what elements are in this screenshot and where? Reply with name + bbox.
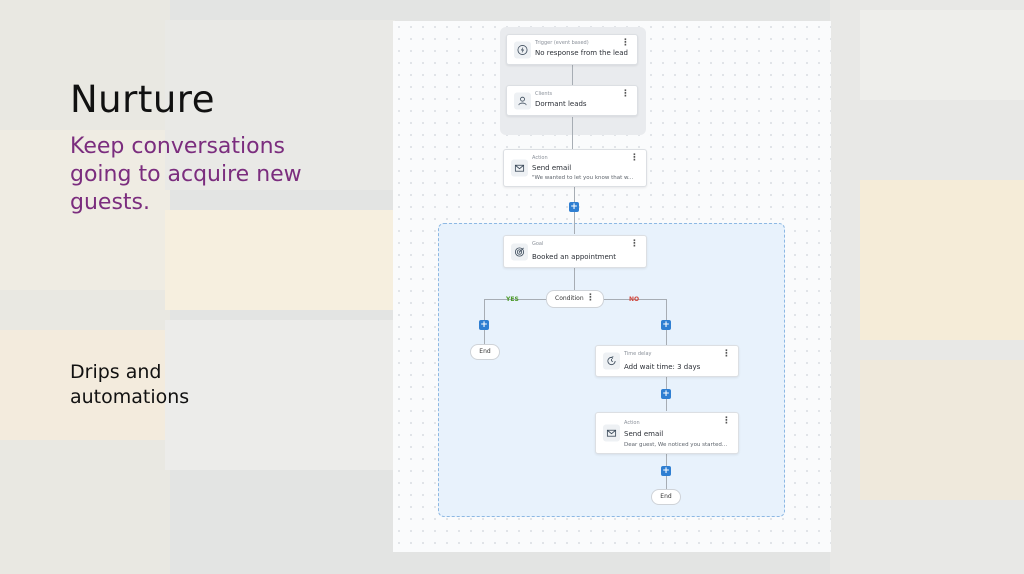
kebab-menu-icon[interactable]: ⋮ xyxy=(621,89,630,99)
add-step-button[interactable]: + xyxy=(479,320,489,330)
envelope-icon xyxy=(511,159,528,177)
kebab-menu-icon[interactable]: ⋮ xyxy=(621,38,630,48)
timer-icon xyxy=(603,352,620,370)
node-title: Send email xyxy=(624,430,664,438)
condition-label: Condition xyxy=(555,295,584,302)
add-step-button[interactable]: + xyxy=(661,466,671,476)
node-kind: Trigger (event based) xyxy=(535,40,589,46)
connector xyxy=(666,377,667,389)
clients-node[interactable]: Clients Dormant leads ⋮ xyxy=(506,85,638,116)
connector xyxy=(666,330,667,345)
node-description: Dear guest, We noticed you started... xyxy=(624,442,728,448)
connector xyxy=(574,187,575,202)
connector xyxy=(484,299,485,320)
connector xyxy=(574,268,575,291)
background-block xyxy=(0,130,170,290)
node-kind: Action xyxy=(624,420,640,426)
end-node: End xyxy=(470,344,500,360)
time-delay-node[interactable]: Time delay Add wait time: 3 days ⋮ xyxy=(595,345,739,377)
slide-subheading: Keep conversations going to acquire new … xyxy=(70,134,302,215)
connector xyxy=(666,299,667,320)
add-step-button[interactable]: + xyxy=(569,202,579,212)
kebab-menu-icon[interactable]: ⋮ xyxy=(722,416,731,426)
slide-footer: Drips and automations xyxy=(70,361,190,408)
connector xyxy=(666,454,667,466)
slide-heading: Nurture xyxy=(70,78,215,121)
connector xyxy=(484,299,548,300)
node-title: Dormant leads xyxy=(535,100,587,108)
lightning-icon xyxy=(514,41,531,58)
node-title: Add wait time: 3 days xyxy=(624,363,701,371)
background-block xyxy=(860,180,1024,340)
yes-branch-label: YES xyxy=(506,296,519,303)
node-kind: Clients xyxy=(535,91,553,97)
background-block xyxy=(860,360,1024,500)
background-block xyxy=(165,320,395,470)
kebab-menu-icon[interactable]: ⋮ xyxy=(722,349,731,359)
no-branch-label: NO xyxy=(629,296,640,303)
add-step-button[interactable]: + xyxy=(661,320,671,330)
node-title: Send email xyxy=(532,164,572,172)
kebab-menu-icon[interactable]: ⋮ xyxy=(630,239,639,249)
connector xyxy=(484,330,485,345)
kebab-menu-icon[interactable]: ⋮ xyxy=(586,293,595,303)
background-block xyxy=(0,330,170,440)
background-block xyxy=(860,10,1024,100)
action-send-email-node[interactable]: Action Send email "We wanted to let you … xyxy=(503,149,647,187)
node-kind: Goal xyxy=(532,241,544,247)
goal-node[interactable]: Goal Booked an appointment ⋮ xyxy=(503,235,647,268)
connector xyxy=(666,399,667,411)
end-node: End xyxy=(651,489,681,505)
condition-node[interactable]: Condition ⋮ xyxy=(546,290,604,308)
workflow-canvas[interactable]: Trigger (event based) No response from t… xyxy=(393,21,831,552)
connector xyxy=(601,299,666,300)
connector xyxy=(572,61,573,85)
connector xyxy=(572,117,573,149)
node-title: No response from the lead xyxy=(535,49,628,57)
background-block xyxy=(165,20,395,190)
connector xyxy=(666,476,667,489)
trigger-node[interactable]: Trigger (event based) No response from t… xyxy=(506,34,638,65)
connector xyxy=(574,212,575,234)
node-title: Booked an appointment xyxy=(532,253,616,261)
node-kind: Time delay xyxy=(624,351,652,357)
person-icon xyxy=(514,92,531,109)
node-description: "We wanted to let you know that w... xyxy=(532,175,634,181)
envelope-icon xyxy=(603,424,620,442)
kebab-menu-icon[interactable]: ⋮ xyxy=(630,153,639,163)
background-block xyxy=(165,210,395,310)
action-send-email-node[interactable]: Action Send email Dear guest, We noticed… xyxy=(595,412,739,454)
node-kind: Action xyxy=(532,155,548,161)
target-icon xyxy=(511,243,528,260)
add-step-button[interactable]: + xyxy=(661,389,671,399)
